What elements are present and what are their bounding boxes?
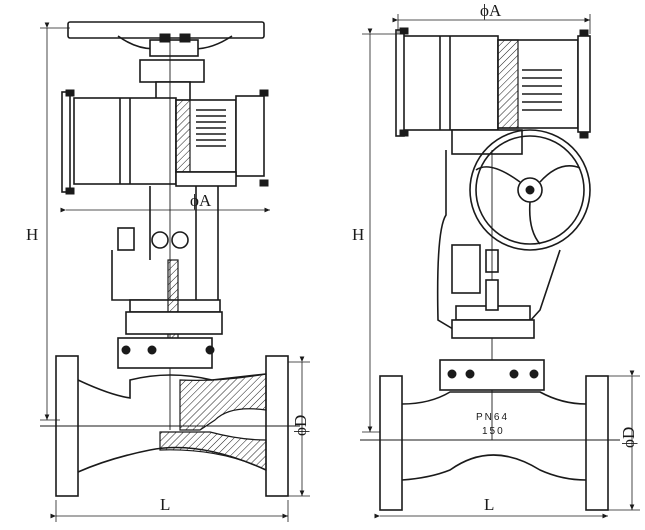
- left-dimensions: [40, 22, 310, 522]
- left-dim-flange-diameter-label: ϕD: [291, 415, 310, 436]
- right-dim-flange-diameter-label: ϕD: [619, 427, 638, 448]
- left-actuator: [61, 89, 269, 195]
- right-yoke: [436, 150, 561, 440]
- right-dim-actuator-diameter-label: ϕA: [480, 1, 502, 20]
- right-handwheel: [469, 129, 591, 251]
- left-yoke: [111, 40, 223, 430]
- left-dim-length-label: L: [160, 495, 170, 514]
- left-dim-actuator-diameter-label: ϕA: [190, 191, 212, 210]
- right-dim-length-label: L: [484, 495, 494, 514]
- right-dim-height-label: H: [352, 225, 364, 244]
- right-actuator: [395, 27, 591, 155]
- right-nameplate-line2: 150: [482, 426, 505, 437]
- right-valve-body: PN64 150: [360, 359, 620, 511]
- left-valve-view: H ϕA ϕD L: [26, 21, 310, 522]
- right-valve-view: PN64 150 ϕA H ϕD L: [352, 1, 640, 519]
- right-dimensions: [362, 14, 640, 519]
- left-dim-height-label: H: [26, 225, 38, 244]
- left-valve-body: [40, 337, 300, 497]
- left-handwheel: [67, 21, 265, 103]
- right-nameplate-line1: PN64: [476, 412, 509, 423]
